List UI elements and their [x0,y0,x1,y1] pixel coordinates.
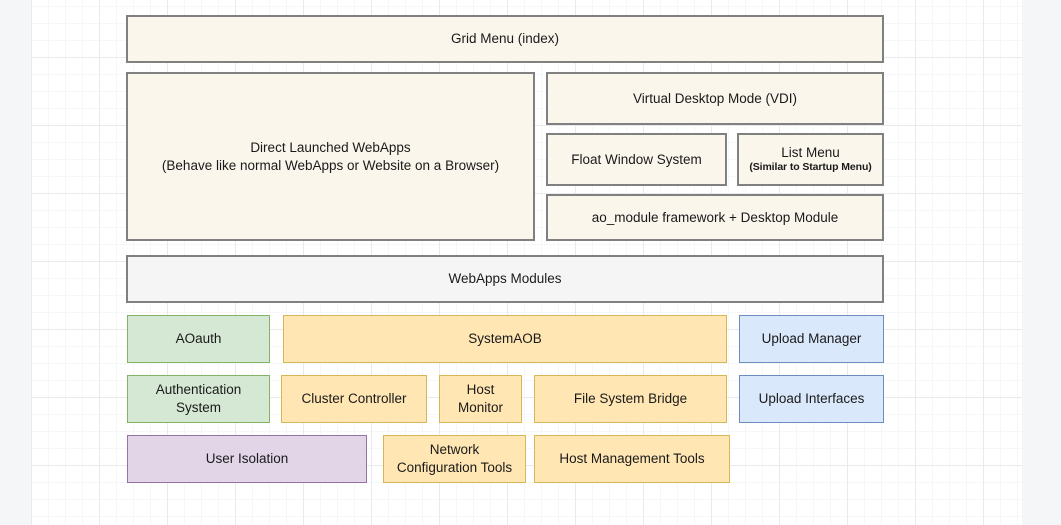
node-upload-manager-label: Upload Manager [761,331,862,347]
node-user-isolation[interactable]: User Isolation [127,435,367,483]
node-webapps-modules[interactable]: WebApps Modules [126,255,884,303]
node-host-management-tools-label: Host Management Tools [559,451,705,467]
node-direct-launched-webapps[interactable]: Direct Launched WebApps (Behave like nor… [126,72,535,241]
node-float-window-system[interactable]: Float Window System [546,133,727,186]
node-network-configuration-tools[interactable]: Network Configuration Tools [383,435,526,483]
node-grid-menu-label: Grid Menu (index) [450,31,560,47]
node-ao-module-framework[interactable]: ao_module framework + Desktop Module [546,194,884,241]
node-aoauth-label: AOauth [175,331,222,347]
node-cluster-controller-label: Cluster Controller [301,391,407,407]
node-system-aob[interactable]: SystemAOB [283,315,727,363]
node-cluster-controller[interactable]: Cluster Controller [281,375,427,423]
node-virtual-desktop-mode-label: Virtual Desktop Mode (VDI) [632,90,798,106]
node-host-monitor-line1: Host [466,382,495,398]
node-aoauth[interactable]: AOauth [127,315,270,363]
node-virtual-desktop-mode[interactable]: Virtual Desktop Mode (VDI) [546,72,884,125]
node-direct-launched-webapps-subtitle: (Behave like normal WebApps or Website o… [161,157,500,173]
node-direct-launched-webapps-title: Direct Launched WebApps [250,139,411,155]
node-file-system-bridge-label: File System Bridge [573,391,688,407]
node-file-system-bridge[interactable]: File System Bridge [534,375,727,423]
node-user-isolation-label: User Isolation [205,451,289,467]
node-float-window-system-label: Float Window System [571,151,702,167]
node-grid-menu[interactable]: Grid Menu (index) [126,15,884,63]
node-host-management-tools[interactable]: Host Management Tools [534,435,730,483]
node-authentication-system[interactable]: Authentication System [127,375,270,423]
node-list-menu-subtitle: (Similar to Startup Menu) [749,161,872,174]
node-host-monitor[interactable]: Host Monitor [439,375,522,423]
node-upload-interfaces[interactable]: Upload Interfaces [739,375,884,423]
node-network-configuration-tools-line2: Configuration Tools [396,460,513,475]
node-host-monitor-line2: Monitor [457,400,503,415]
node-authentication-system-line2: System [175,400,221,415]
node-ao-module-framework-label: ao_module framework + Desktop Module [591,209,839,225]
node-webapps-modules-label: WebApps Modules [448,271,562,287]
node-network-configuration-tools-line1: Network [429,442,480,458]
node-list-menu-title: List Menu [781,144,840,160]
node-list-menu[interactable]: List Menu (Similar to Startup Menu) [737,133,884,186]
node-upload-interfaces-label: Upload Interfaces [758,391,865,407]
node-authentication-system-line1: Authentication [155,382,242,398]
node-system-aob-label: SystemAOB [468,331,542,347]
node-upload-manager[interactable]: Upload Manager [739,315,884,363]
